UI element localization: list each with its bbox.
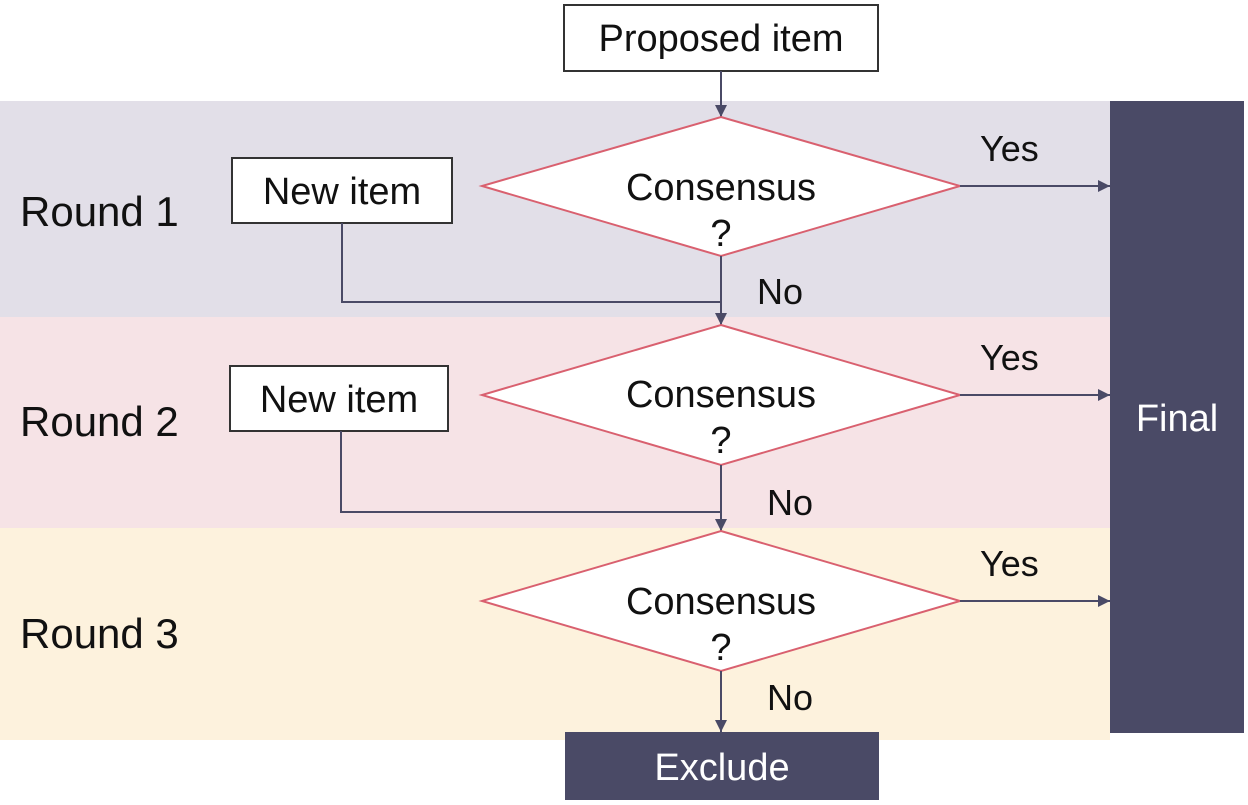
new-item-1-label: New item: [263, 171, 421, 213]
round-2-label: Round 2: [20, 398, 179, 445]
proposed-item-label: Proposed item: [598, 18, 843, 60]
new-item-2-box: [229, 365, 449, 432]
final-label: Final: [1136, 398, 1218, 440]
decision-2-yes-label: Yes: [980, 337, 1039, 378]
decision-2-label: Consensus: [626, 374, 816, 416]
decision-3-label: Consensus: [626, 581, 816, 623]
proposed-item-box: [563, 4, 879, 72]
decision-3-yes-label: Yes: [980, 543, 1039, 584]
decision-3-question-mark: ?: [710, 627, 731, 669]
decision-3-no-label: No: [767, 677, 813, 718]
new-item-2-connector: [340, 431, 721, 513]
decision-1-yes-label: Yes: [980, 128, 1039, 169]
round-2-band: [0, 317, 1110, 528]
exclude-box: [565, 732, 879, 800]
new-item-1-connector: [341, 223, 721, 303]
decision-1-question-mark: ?: [710, 213, 731, 255]
round-3-band: [0, 528, 1110, 740]
final-box: [1110, 101, 1244, 733]
round-1-band: [0, 101, 1110, 317]
decision-1-no-label: No: [757, 271, 803, 312]
new-item-2-label: New item: [260, 379, 418, 421]
round-1-label: Round 1: [20, 188, 179, 235]
decision-2-question-mark: ?: [710, 420, 731, 462]
exclude-label: Exclude: [654, 747, 789, 789]
round-3-label: Round 3: [20, 610, 179, 657]
decision-2-no-label: No: [767, 482, 813, 523]
decision-1-label: Consensus: [626, 167, 816, 209]
new-item-1-box: [231, 157, 453, 224]
